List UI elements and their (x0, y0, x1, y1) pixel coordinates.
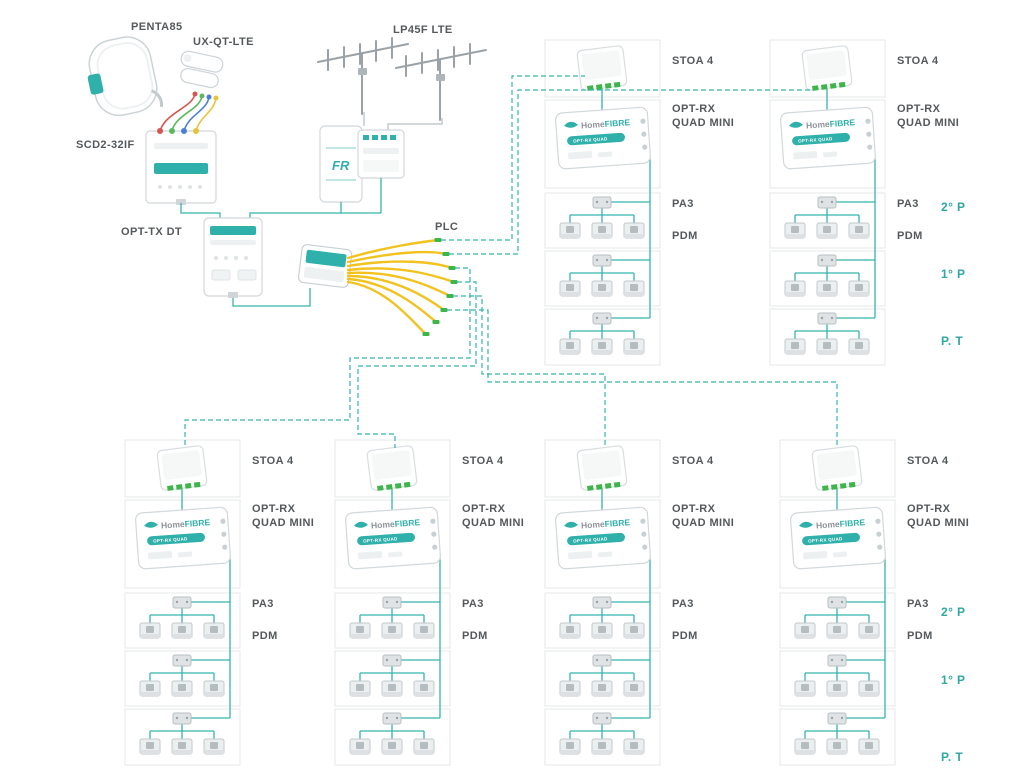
multiswitch-label: SCD2-32IF (76, 139, 135, 151)
optrx-label-b4-line1: OPT-RX (907, 503, 951, 515)
optrx-label-b2-line2: QUAD MINI (462, 517, 525, 529)
optrx-label-b1-line2: QUAD MINI (252, 517, 315, 529)
plc-label: PLC (435, 221, 459, 233)
stoa-label-t1: STOA 4 (672, 55, 714, 67)
optrx-label-b3-line1: OPT-RX (672, 503, 716, 515)
floor-label-first-top: 1° P (941, 267, 966, 281)
opt-tx-label: OPT-TX DT (121, 226, 183, 238)
stoa-label-b1: STOA 4 (252, 455, 294, 467)
optrx-label-b1-line1: OPT-RX (252, 503, 296, 515)
fr-logo-text: FR (332, 158, 350, 173)
optrx-label-b2-line1: OPT-RX (462, 503, 506, 515)
optrx-label-t1-line1: OPT-RX (672, 103, 716, 115)
pa3-label-b4: PA3 (907, 598, 929, 610)
antenna-cables (363, 112, 443, 130)
plc-splitter-device (297, 244, 353, 288)
stoa-label-b3: STOA 4 (672, 455, 714, 467)
antenna-label: LP45F LTE (393, 24, 453, 36)
pdm-label-t2: PDM (897, 230, 923, 242)
pa3-label-b1: PA3 (252, 598, 274, 610)
pa3-label-b2: PA3 (462, 598, 484, 610)
optrx-label-b4-line2: QUAD MINI (907, 517, 970, 529)
pa3-label-t2: PA3 (897, 198, 919, 210)
satellite-dish (87, 36, 163, 117)
optical-distribution-lines (184, 75, 838, 448)
penta85-label: PENTA85 (131, 21, 183, 33)
lnb-device (180, 50, 224, 101)
pdm-label-b2: PDM (462, 630, 488, 642)
pa3-label-b3: PA3 (672, 598, 694, 610)
optrx-label-t1-line2: QUAD MINI (672, 117, 735, 129)
floor-label-ground-top: P. T (941, 334, 964, 348)
lnb-label: UX-QT-LTE (193, 36, 254, 48)
amplifier-psu (357, 129, 405, 179)
pdm-label-t1: PDM (672, 230, 698, 242)
stoa-label-b2: STOA 4 (462, 455, 504, 467)
pa3-label-t1: PA3 (672, 198, 694, 210)
column-top-1 (545, 40, 660, 365)
floor-label-first-bottom: 1° P (941, 673, 966, 687)
antenna-1 (317, 37, 409, 115)
stoa-label-b4: STOA 4 (907, 455, 949, 467)
floor-label-second-top: 2° P (941, 200, 966, 214)
fiber-connectors (422, 238, 458, 336)
column-bottom-4 (780, 440, 895, 765)
fiber-fan (346, 238, 458, 336)
opt-tx-device (203, 217, 263, 298)
stoa-label-t2: STOA 4 (897, 55, 939, 67)
pdm-label-b1: PDM (252, 630, 278, 642)
optrx-label-b3-line2: QUAD MINI (672, 517, 735, 529)
column-bottom-2 (335, 440, 450, 765)
dish-logo-badge (87, 73, 104, 95)
optrx-label-t2-line1: OPT-RX (897, 103, 941, 115)
lnb-cables (159, 93, 217, 132)
floor-label-second-bottom: 2° P (941, 605, 966, 619)
floor-label-ground-bottom: P. T (941, 750, 964, 764)
column-bottom-3 (545, 440, 660, 765)
multiswitch-device (145, 128, 217, 205)
optrx-label-t2-line2: QUAD MINI (897, 117, 960, 129)
antenna-2 (395, 43, 487, 121)
column-bottom-1 (125, 440, 240, 765)
column-top-2 (770, 40, 885, 365)
headend-wires (180, 178, 382, 307)
fr-amplifier: FR (319, 125, 363, 203)
pdm-label-b3: PDM (672, 630, 698, 642)
pdm-label-b4: PDM (907, 630, 933, 642)
